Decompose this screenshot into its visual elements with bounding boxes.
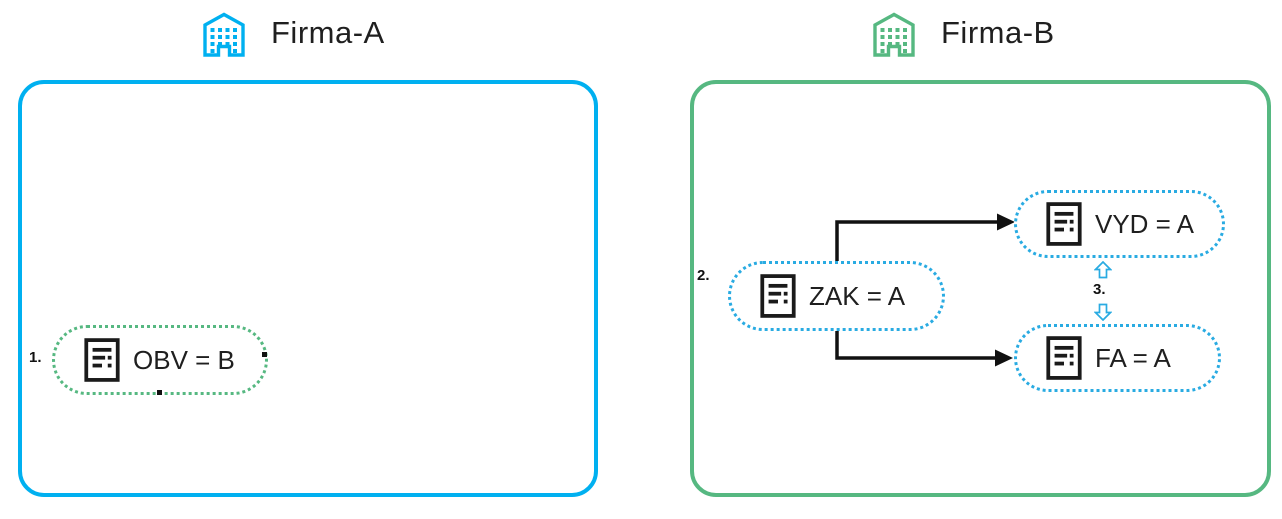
document-icon (760, 274, 796, 318)
document-icon (1046, 336, 1082, 380)
node-label: ZAK = A (809, 280, 906, 311)
building-icon (869, 8, 919, 58)
company-box-firma-a (18, 80, 598, 497)
up-block-arrow-icon (1094, 261, 1112, 279)
building-icon (199, 8, 249, 58)
document-icon (84, 338, 120, 382)
node-label: FA = A (1095, 342, 1171, 373)
node-zak: ZAK = A (728, 261, 945, 331)
step-label-1: 1. (29, 349, 42, 366)
down-block-arrow-icon (1094, 303, 1112, 321)
company-box-firma-b (690, 80, 1271, 497)
connector-dot (262, 352, 267, 357)
company-name: Firma-A (271, 15, 385, 50)
company-header-firma-b: Firma-B (869, 7, 1055, 59)
connector-dot (157, 390, 162, 395)
company-header-firma-a: Firma-A (199, 7, 385, 59)
document-icon (1046, 202, 1082, 246)
node-fa: FA = A (1014, 324, 1221, 392)
node-label: VYD = A (1095, 208, 1194, 239)
node-vyd: VYD = A (1014, 190, 1225, 258)
step-label-3: 3. (1093, 281, 1106, 298)
node-label: OBV = B (133, 344, 235, 375)
step-label-2: 2. (697, 267, 710, 284)
company-name: Firma-B (941, 15, 1055, 50)
node-obv: OBV = B (52, 325, 268, 395)
